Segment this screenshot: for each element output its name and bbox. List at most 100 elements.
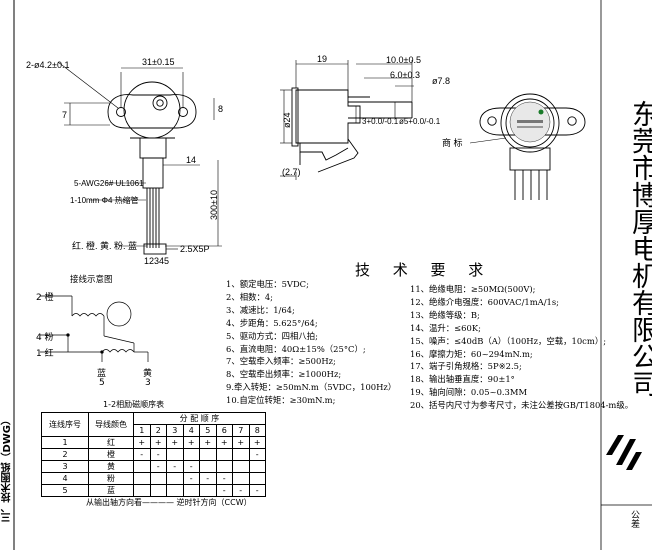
step-cell: + — [149, 435, 167, 449]
sequence-group-header: 分 配 顺 序 — [133, 412, 266, 425]
section-tag: 三、技术图纸（DWG） — [2, 415, 13, 523]
step-cell — [199, 447, 217, 461]
step-cell — [182, 483, 200, 497]
width-dim: 31±0.15 — [142, 57, 174, 67]
step-cell — [166, 471, 184, 485]
lead-number-cell: 4 — [41, 471, 89, 485]
brand-label: 商 标 — [442, 137, 463, 148]
wiring-diagram-title: 接线示意图 — [70, 275, 113, 285]
step-header: 1 — [133, 424, 151, 437]
direction-note: 从输出轴方向看———— 逆时针方向（CCW） — [86, 498, 252, 507]
req-item: 2、相数：4; — [226, 291, 273, 302]
step-cell — [149, 483, 167, 497]
step-cell — [166, 483, 184, 497]
req-item: 8、空载牵出频率：≥1000Hz; — [226, 369, 342, 380]
step-header: 2 — [149, 424, 167, 437]
req-item: 6、直流电阻：40Ω±15%（25°C）; — [226, 343, 366, 354]
hole-dim: 2-ø4.2±0.1 — [26, 60, 69, 70]
requirements-right-list: 11、绝缘电阻：≥50MΩ(500V); 12、绝缘介电强度：600VAC/1m… — [410, 283, 633, 412]
dim-19: 19 — [317, 54, 327, 64]
dim-8: 8 — [218, 104, 223, 114]
lead-color-cell: 红 — [88, 435, 134, 449]
step-cell — [166, 447, 184, 461]
step-cell — [215, 447, 233, 461]
step-header: 6 — [215, 424, 233, 437]
wire-label-orange: 2 橙 — [36, 293, 54, 303]
dim-7: 7 — [62, 110, 67, 120]
wire-length-dim: 300±10 — [209, 190, 219, 220]
lead-number-cell: 1 — [41, 435, 89, 449]
brand-label-plate — [509, 101, 551, 143]
step-cell: + — [215, 435, 233, 449]
step-cell — [232, 459, 250, 473]
req-item: 12、绝缘介电强度：600VAC/1mA/1s; — [410, 296, 559, 307]
step-cell: - — [149, 459, 167, 473]
lead-color-cell: 橙 — [88, 447, 134, 461]
col-color-header: 导线颜色 — [88, 412, 134, 437]
step-cell — [133, 471, 151, 485]
wire-label-yellow: 黄 — [143, 369, 153, 379]
dim-5: ø5+0.0/-0.1 — [399, 117, 441, 126]
req-item: 17、端子引角规格：5P※2.5; — [410, 361, 522, 372]
lead-color-cell: 蓝 — [88, 483, 134, 497]
connector-spec: 2.5X5P — [180, 244, 210, 254]
req-item: 18、输出轴垂直度：90±1° — [410, 374, 515, 385]
dim-6: 6.0±0.3 — [390, 70, 420, 80]
wiring-schematic — [40, 295, 149, 362]
step-cell: - — [248, 483, 266, 497]
step-cell: - — [182, 459, 200, 473]
step-header: 7 — [232, 424, 250, 437]
step-cell — [232, 471, 250, 485]
req-item: 11、绝缘电阻：≥50MΩ(500V); — [410, 284, 536, 294]
step-cell — [215, 459, 233, 473]
lead-color-cell: 粉 — [88, 471, 134, 485]
wire-number-yellow: 3 — [145, 378, 151, 388]
col-lead-header: 连线序号 — [41, 412, 89, 437]
step-cell — [199, 459, 217, 473]
step-cell — [133, 483, 151, 497]
motor-side-view — [291, 87, 413, 173]
company-name: 东莞市博厚电机有限公司 — [627, 100, 652, 397]
step-cell — [149, 471, 167, 485]
motor-rear-view — [469, 93, 586, 200]
step-header: 4 — [182, 424, 200, 437]
wire-spec-1: 5-AWG26# UL1061 — [74, 179, 144, 188]
step-cell: + — [232, 435, 250, 449]
step-cell — [199, 483, 217, 497]
req-item: 9.牵入转矩：≥50mN.m（5VDC，100Hz） — [226, 382, 397, 393]
wire-spec-2: 1-10mm Φ4 热缩管 — [70, 195, 139, 205]
req-item: 3、减速比：1/64; — [226, 304, 295, 315]
step-cell: + — [199, 435, 217, 449]
step-cell: - — [199, 471, 217, 485]
req-item: 15、噪声：≤40dB（A）（100Hz，空载，10cm）; — [410, 335, 607, 346]
dim-14: 14 — [186, 155, 196, 165]
dim-2-7: (2.7) — [282, 167, 301, 177]
front-dimension-lines — [57, 61, 222, 250]
side-dimension-lines — [280, 60, 414, 180]
step-cell — [232, 447, 250, 461]
req-item: 19、轴向间隙：0.05~0.3MM — [410, 387, 528, 398]
req-item: 10.自定位转矩：≥30mN.m; — [226, 395, 336, 406]
lead-color-cell: 黄 — [88, 459, 134, 473]
pin-numbers: 12345 — [144, 256, 169, 266]
step-cell: + — [182, 435, 200, 449]
req-item: 14、温升：≤60K; — [410, 322, 481, 333]
wire-number-blue: 5 — [99, 378, 105, 388]
requirements-title: 技 术 要 求 — [355, 261, 493, 279]
wire-label-red: 1 红 — [36, 349, 54, 359]
req-item: 16、摩擦力矩：60~294mN.m; — [410, 348, 533, 359]
step-cell: - — [215, 483, 233, 497]
step-cell: - — [133, 447, 151, 461]
req-item: 7、空载牵入频率：≥500Hz; — [226, 356, 336, 367]
step-cell: + — [133, 435, 151, 449]
tolerance-label: 公差 — [629, 510, 639, 528]
step-cell — [133, 459, 151, 473]
wire-label-pink: 4 粉 — [36, 333, 54, 343]
